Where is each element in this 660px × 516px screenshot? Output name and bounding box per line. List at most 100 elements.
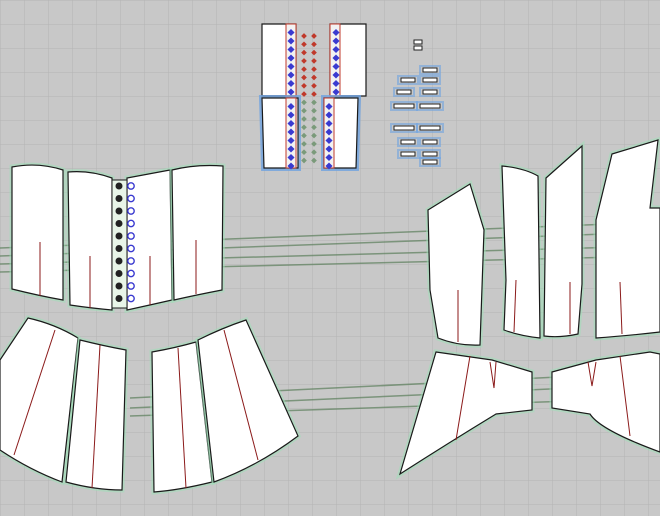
eye-icon bbox=[127, 269, 135, 278]
lace-grommet-icon bbox=[287, 111, 295, 119]
eye-icon bbox=[127, 194, 135, 203]
lace-grommet-icon bbox=[287, 71, 295, 79]
hardware-bar[interactable] bbox=[413, 45, 423, 51]
back-skirt-group[interactable] bbox=[395, 349, 660, 480]
hardware-bar[interactable] bbox=[400, 151, 416, 157]
lace-cross-icon bbox=[311, 141, 317, 147]
lace-grommet-icon bbox=[287, 128, 295, 136]
hardware-bar[interactable] bbox=[422, 159, 438, 165]
lace-cross-icon bbox=[301, 116, 307, 122]
lacing-strips-group[interactable] bbox=[258, 23, 367, 171]
hook-icon bbox=[115, 245, 123, 252]
lace-cross-icon bbox=[301, 107, 307, 114]
lace-grommet-icon bbox=[332, 88, 340, 96]
lace-grommet-icon bbox=[325, 136, 333, 145]
hook-icon bbox=[115, 195, 123, 202]
hardware-bar[interactable] bbox=[400, 139, 416, 145]
lace-cross-icon bbox=[301, 132, 307, 139]
lace-grommet-icon bbox=[287, 45, 295, 54]
eye-icon bbox=[127, 182, 135, 190]
lace-grommet-icon bbox=[287, 62, 295, 71]
hardware-bar[interactable] bbox=[422, 139, 438, 145]
skirt-panel-4[interactable] bbox=[195, 316, 302, 486]
hardware-selection bbox=[419, 65, 441, 75]
lace-grommet-icon bbox=[287, 88, 295, 96]
hardware-selection bbox=[419, 75, 441, 85]
hardware-bar[interactable] bbox=[419, 103, 441, 109]
back-panel-3[interactable] bbox=[541, 140, 585, 340]
hardware-selection bbox=[416, 123, 444, 133]
lace-cross-icon bbox=[301, 124, 307, 131]
hardware-bar[interactable] bbox=[393, 125, 415, 131]
lace-grommet-icon bbox=[287, 54, 295, 62]
front-panel-3[interactable] bbox=[124, 167, 175, 314]
back-bodice-group[interactable] bbox=[425, 136, 660, 348]
lace-grommet-icon bbox=[287, 79, 295, 88]
back-skirt-1[interactable] bbox=[395, 349, 535, 480]
lace-grommet-icon bbox=[287, 37, 295, 45]
lace-cross-icon bbox=[301, 82, 307, 89]
back-panel-4[interactable] bbox=[593, 136, 660, 341]
lace-cross-icon bbox=[311, 157, 317, 164]
eye-icon bbox=[127, 219, 135, 228]
hardware-bar[interactable] bbox=[396, 89, 412, 95]
lace-cross-icon bbox=[311, 149, 317, 156]
back-skirt-2[interactable] bbox=[549, 349, 660, 455]
front-panel-2[interactable] bbox=[65, 169, 115, 313]
lace-cross-icon bbox=[311, 116, 317, 122]
lace-grommet-icon bbox=[332, 45, 340, 54]
hardware-bar[interactable] bbox=[422, 77, 438, 83]
lace-cross-icon bbox=[301, 74, 307, 81]
hook-icon bbox=[115, 282, 123, 290]
hardware-selection bbox=[416, 101, 444, 111]
eye-icon bbox=[127, 294, 135, 303]
lace-cross-icon bbox=[301, 157, 307, 164]
lace-cross-icon bbox=[301, 141, 307, 147]
lace-grommet-icon bbox=[332, 54, 340, 62]
lace-grommet-icon bbox=[332, 79, 340, 88]
hook-icon bbox=[115, 232, 123, 240]
lace-grommet-icon bbox=[325, 119, 333, 128]
front-skirt-group[interactable] bbox=[0, 315, 302, 495]
skirt-panel-2[interactable] bbox=[63, 336, 129, 493]
front-panel-4[interactable] bbox=[169, 163, 226, 304]
lace-cross-icon bbox=[311, 124, 317, 131]
hardware-selection bbox=[419, 137, 441, 147]
hook-icon bbox=[115, 182, 123, 190]
hardware-bar[interactable] bbox=[400, 77, 416, 83]
hardware-selection bbox=[397, 75, 419, 85]
back-panel-2[interactable] bbox=[499, 163, 543, 341]
hardware-bar[interactable] bbox=[422, 151, 438, 157]
front-bodice-group[interactable] bbox=[9, 162, 226, 314]
hook-and-eye-strip[interactable] bbox=[111, 179, 135, 309]
lace-grommet-icon bbox=[287, 145, 295, 153]
lace-grommet-icon bbox=[287, 136, 295, 145]
lace-cross-icon bbox=[311, 82, 317, 89]
hardware-bar[interactable] bbox=[413, 39, 423, 45]
eye-icon bbox=[127, 257, 135, 265]
lace-grommet-icon bbox=[325, 111, 333, 119]
hardware-bar[interactable] bbox=[419, 125, 441, 131]
hardware-bar[interactable] bbox=[393, 103, 415, 109]
lace-grommet-icon bbox=[287, 153, 295, 162]
lace-cross-icon bbox=[311, 99, 317, 106]
lace-grommet-icon bbox=[287, 102, 295, 111]
lace-cross-icon bbox=[301, 91, 307, 97]
back-panel-1[interactable] bbox=[425, 180, 487, 348]
hook-icon bbox=[115, 207, 123, 215]
small-hardware-group[interactable] bbox=[390, 39, 444, 167]
lace-grommet-icon bbox=[287, 162, 295, 170]
hook-icon bbox=[115, 257, 123, 265]
eye-icon bbox=[127, 232, 135, 240]
lace-grommet-icon bbox=[325, 162, 333, 170]
front-panel-1[interactable] bbox=[9, 162, 66, 303]
skirt-panel-1[interactable] bbox=[0, 315, 81, 486]
hardware-bar[interactable] bbox=[422, 89, 438, 95]
hardware-selection bbox=[393, 87, 415, 97]
lace-grommet-icon bbox=[325, 153, 333, 162]
hook-icon bbox=[115, 295, 123, 302]
hardware-bar[interactable] bbox=[422, 67, 438, 73]
lace-cross-icon bbox=[311, 91, 317, 97]
lace-grommet-icon bbox=[287, 119, 295, 128]
